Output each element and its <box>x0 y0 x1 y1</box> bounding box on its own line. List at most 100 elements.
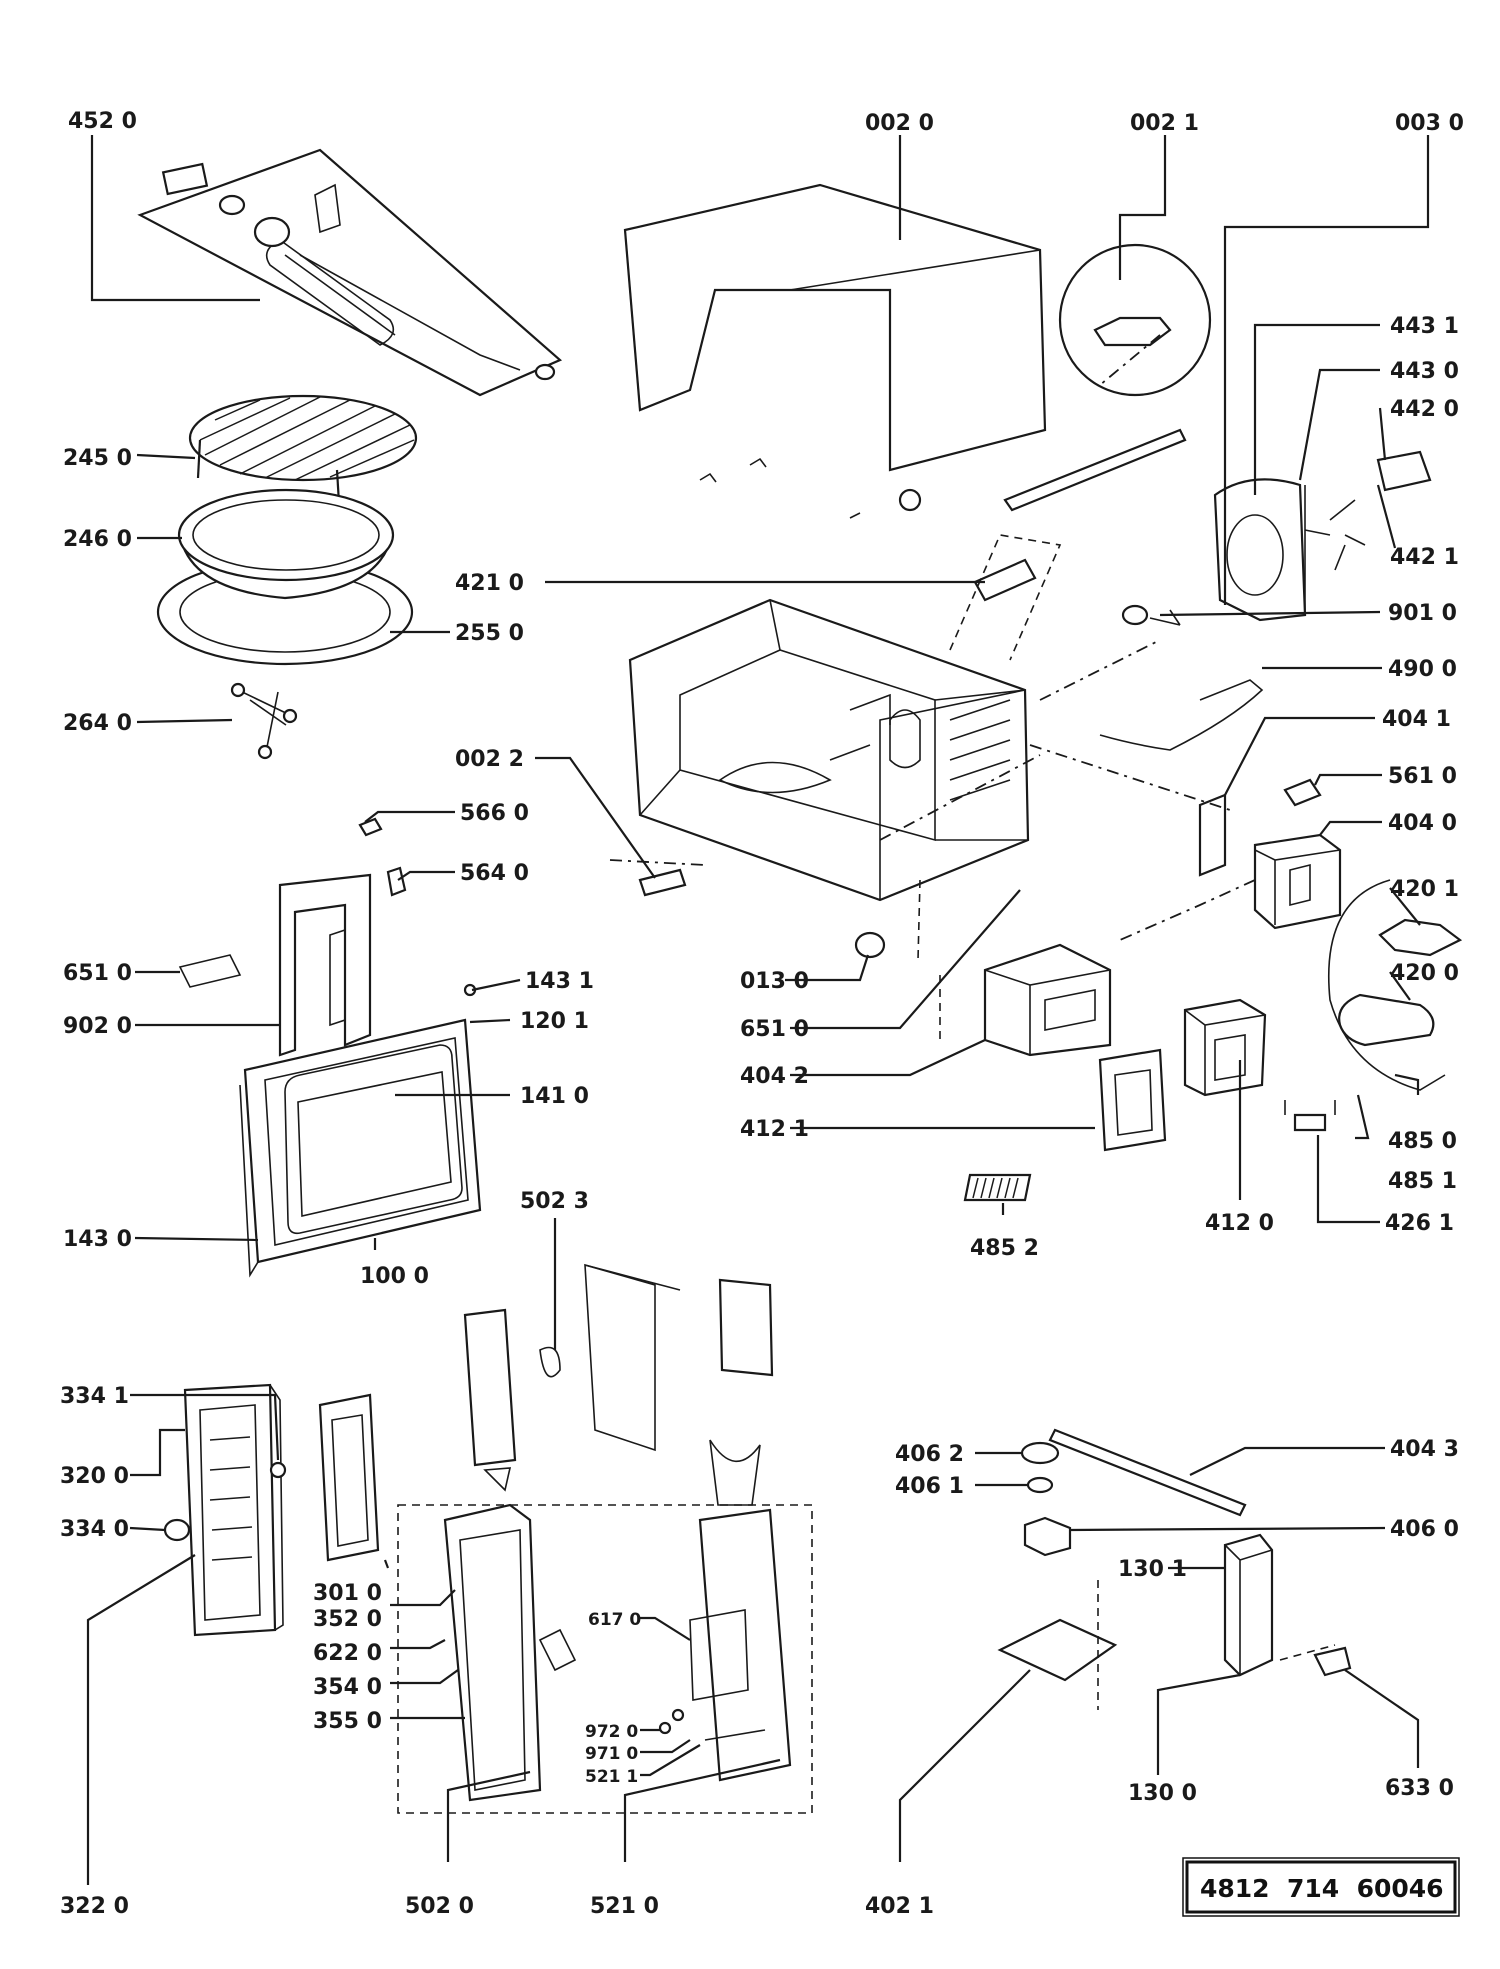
label-902-0: 902 0 <box>63 1014 132 1039</box>
hooks <box>358 817 407 897</box>
document-code-box: 4812 714 60046 <box>1182 1857 1460 1917</box>
label-013-0: 013 0 <box>740 969 809 994</box>
fuse-holder <box>949 534 1062 661</box>
clip <box>638 868 687 897</box>
label-402-1: 402 1 <box>865 1894 934 1919</box>
electronics-group <box>397 1503 813 1814</box>
bowl-and-turntable <box>156 488 414 666</box>
label-130-0: 130 0 <box>1128 1781 1197 1806</box>
label-100-0: 100 0 <box>360 1264 429 1289</box>
assembly-lines <box>609 334 1336 1661</box>
label-143-0: 143 0 <box>63 1227 132 1252</box>
label-521-1: 521 1 <box>585 1767 638 1787</box>
label-406-2: 406 2 <box>895 1442 964 1467</box>
label-412-0: 412 0 <box>1205 1211 1274 1236</box>
label-406-1: 406 1 <box>895 1474 964 1499</box>
label-322-0: 322 0 <box>60 1894 129 1919</box>
label-334-0: 334 0 <box>60 1517 129 1542</box>
label-406-0: 406 0 <box>1390 1517 1459 1542</box>
label-566-0: 566 0 <box>460 801 529 826</box>
label-521-0: 521 0 <box>590 1894 659 1919</box>
label-420-1: 420 1 <box>1390 877 1459 902</box>
grill-element-assembly <box>137 148 563 397</box>
label-485-1: 485 1 <box>1388 1169 1457 1194</box>
label-246-0: 246 0 <box>63 527 132 552</box>
label-452-0: 452 0 <box>68 109 137 134</box>
switch-assembly-130 <box>1223 1533 1352 1677</box>
label-120-1: 120 1 <box>520 1009 589 1034</box>
label-485-2: 485 2 <box>970 1236 1039 1261</box>
label-404-1: 404 1 <box>1382 707 1451 732</box>
panel-frame-301 <box>318 1393 380 1562</box>
label-442-1: 442 1 <box>1390 545 1459 570</box>
label-971-0: 971 0 <box>585 1744 638 1764</box>
label-502-3: 502 3 <box>520 1189 589 1214</box>
cable <box>1099 679 1264 751</box>
label-485-0: 485 0 <box>1388 1129 1457 1154</box>
fan-assembly <box>1213 450 1432 622</box>
boards <box>463 1263 774 1506</box>
lamp <box>1121 604 1181 626</box>
label-490-0: 490 0 <box>1388 657 1457 682</box>
label-354-0: 354 0 <box>313 1675 382 1700</box>
label-412-1: 412 1 <box>740 1117 809 1142</box>
label-420-0: 420 0 <box>1390 961 1459 986</box>
label-404-0: 404 0 <box>1388 811 1457 836</box>
roller-support <box>230 682 298 760</box>
label-143-1: 143 1 <box>525 969 594 994</box>
label-633-0: 633 0 <box>1385 1776 1454 1801</box>
label-404-2: 404 2 <box>740 1064 809 1089</box>
switch-bracket <box>1198 793 1342 930</box>
label-651-0-center: 651 0 <box>740 1017 809 1042</box>
label-901-0: 901 0 <box>1388 601 1457 626</box>
label-355-0: 355 0 <box>313 1709 382 1734</box>
oven-cavity <box>628 598 1030 902</box>
label-002-1: 002 1 <box>1130 111 1199 136</box>
filter-grille <box>963 1173 1032 1202</box>
label-651-0-left: 651 0 <box>63 961 132 986</box>
label-002-2: 002 2 <box>455 747 524 772</box>
interlock-bracket <box>150 873 372 1057</box>
label-502-0: 502 0 <box>405 1894 474 1919</box>
label-003-0: 003 0 <box>1395 111 1464 136</box>
label-141-0: 141 0 <box>520 1084 589 1109</box>
label-334-1: 334 1 <box>60 1384 129 1409</box>
label-443-0: 443 0 <box>1390 359 1459 384</box>
control-panel <box>163 1383 287 1637</box>
diode <box>1284 1100 1336 1132</box>
label-255-0: 255 0 <box>455 621 524 646</box>
label-443-1: 443 1 <box>1390 314 1459 339</box>
label-301-0: 301 0 <box>313 1581 382 1606</box>
label-245-0: 245 0 <box>63 446 132 471</box>
label-421-0: 421 0 <box>455 571 524 596</box>
label-404-3: 404 3 <box>1390 1437 1459 1462</box>
outer-cabinet <box>623 183 1047 519</box>
leader-lines <box>86 135 1430 1885</box>
document-code: 4812 714 60046 <box>1200 1874 1444 1903</box>
bottom-plate <box>997 1580 1118 1710</box>
detail-circle <box>1058 243 1212 397</box>
bracket-404-2 <box>983 943 1112 1057</box>
label-442-0: 442 0 <box>1390 397 1459 422</box>
label-564-0: 564 0 <box>460 861 529 886</box>
capacitor <box>1328 879 1463 1091</box>
label-130-1: 130 1 <box>1118 1557 1187 1582</box>
label-002-0: 002 0 <box>865 111 934 136</box>
label-426-1: 426 1 <box>1385 1211 1454 1236</box>
foot <box>854 931 886 959</box>
label-617-0: 617 0 <box>588 1610 641 1630</box>
label-320-0: 320 0 <box>60 1464 129 1489</box>
label-352-0: 352 0 <box>313 1607 382 1632</box>
label-264-0: 264 0 <box>63 711 132 736</box>
turntable-drive <box>1020 1428 1247 1557</box>
label-561-0: 561 0 <box>1388 764 1457 789</box>
guide-rod <box>1003 428 1187 512</box>
label-972-0: 972 0 <box>585 1722 638 1742</box>
transformer <box>1098 998 1267 1152</box>
label-622-0: 622 0 <box>313 1641 382 1666</box>
micro-switch <box>1283 778 1322 807</box>
part-labels: 452 0 002 0 002 1 003 0 443 1 443 0 442 … <box>60 109 1464 1919</box>
door-assembly <box>239 1018 482 1278</box>
